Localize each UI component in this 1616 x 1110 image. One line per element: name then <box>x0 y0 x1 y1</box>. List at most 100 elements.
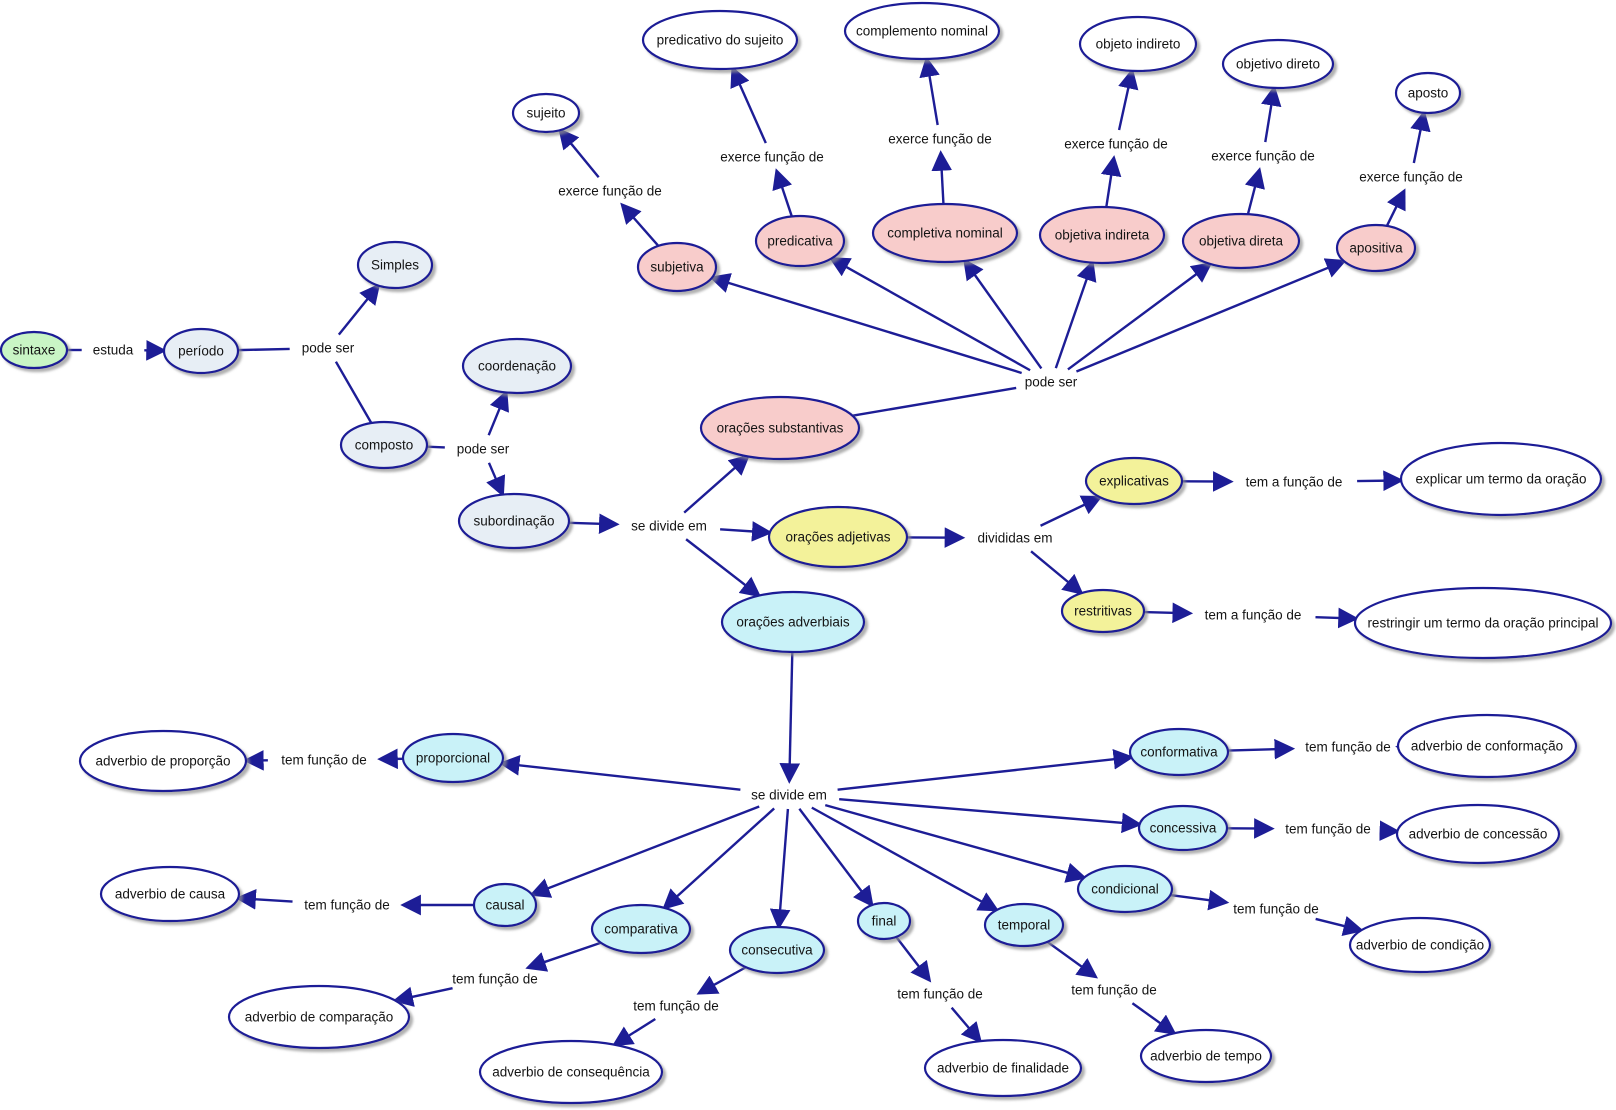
node-label-proporcional: proporcional <box>416 751 490 766</box>
node-condicional[interactable]: condicional <box>1076 864 1174 914</box>
node-ellipse-adv_concessao[interactable] <box>1395 803 1561 865</box>
node-temporal[interactable]: temporal <box>983 902 1065 948</box>
node-ellipse-explicativas[interactable] <box>1084 456 1184 506</box>
node-adv_finalidade[interactable]: adverbio de finalidade <box>923 1038 1083 1098</box>
node-ellipse-adv_proporcao[interactable] <box>78 729 248 793</box>
node-composto[interactable]: composto <box>339 420 429 470</box>
edge-or_subst-podeser3 <box>852 386 1017 417</box>
node-explicativas[interactable]: explicativas <box>1084 456 1184 506</box>
edge-sedivideem2-condicional <box>824 803 1087 883</box>
node-adv_causa[interactable]: adverbio de causa <box>99 865 241 923</box>
node-ellipse-predicativa[interactable] <box>754 214 846 268</box>
node-concessiva[interactable]: concessiva <box>1137 804 1229 852</box>
node-label-periodo: período <box>178 344 224 359</box>
node-ellipse-condicional[interactable] <box>1076 864 1174 914</box>
node-ellipse-aposto[interactable] <box>1394 71 1462 115</box>
node-ellipse-or_subst[interactable] <box>699 395 861 461</box>
node-ellipse-apositiva[interactable] <box>1335 223 1417 273</box>
node-ellipse-or_adv[interactable] <box>720 590 866 654</box>
node-conformativa[interactable]: conformativa <box>1128 727 1230 777</box>
node-ellipse-objetivo_direto[interactable] <box>1221 38 1335 90</box>
node-predicativa[interactable]: predicativa <box>754 214 846 268</box>
node-adv_tempo[interactable]: adverbio de tempo <box>1139 1028 1273 1084</box>
node-ellipse-proporcional[interactable] <box>401 732 505 784</box>
node-explicar[interactable]: explicar um termo da oração <box>1399 441 1603 517</box>
node-ellipse-subjetiva[interactable] <box>636 241 718 293</box>
edge-sedivideem1-or_adv <box>685 538 762 598</box>
node-ellipse-explicar[interactable] <box>1399 441 1603 517</box>
node-adv_comparacao[interactable]: adverbio de comparação <box>227 984 411 1050</box>
node-ellipse-complemento_nominal[interactable] <box>843 1 1001 61</box>
node-ellipse-coordenacao[interactable] <box>461 337 573 395</box>
node-ellipse-predicativo_sujeito[interactable] <box>641 9 799 71</box>
node-ellipse-restritivas[interactable] <box>1060 588 1146 634</box>
node-comparativa[interactable]: comparativa <box>590 903 692 955</box>
node-ellipse-obj_direta[interactable] <box>1181 212 1301 270</box>
node-ellipse-simples[interactable] <box>356 240 434 290</box>
link-label-exerce2: exerce função de <box>720 150 824 165</box>
node-label-obj_direta: objetiva direta <box>1199 234 1284 249</box>
node-simples[interactable]: Simples <box>356 240 434 290</box>
node-restritivas[interactable]: restritivas <box>1060 588 1146 634</box>
node-predicativo_sujeito[interactable]: predicativo do sujeito <box>641 9 799 71</box>
node-ellipse-adv_conformacao[interactable] <box>1396 713 1578 779</box>
node-completiva[interactable]: completiva nominal <box>871 202 1019 264</box>
node-adv_conformacao[interactable]: adverbio de conformação <box>1396 713 1578 779</box>
node-ellipse-adv_consequencia[interactable] <box>478 1039 664 1105</box>
node-label-coordenacao: coordenação <box>478 359 556 374</box>
node-objetivo_direto[interactable]: objetivo direto <box>1221 38 1335 90</box>
node-ellipse-objeto_indireto[interactable] <box>1078 15 1198 73</box>
node-ellipse-adv_finalidade[interactable] <box>923 1038 1083 1098</box>
node-sujeito[interactable]: sujeito <box>511 92 581 134</box>
node-restringir[interactable]: restringir um termo da oração principal <box>1353 586 1613 660</box>
node-ellipse-adv_causa[interactable] <box>99 865 241 923</box>
node-aposto[interactable]: aposto <box>1394 71 1462 115</box>
node-coordenacao[interactable]: coordenação <box>461 337 573 395</box>
edge-comparativa-temfuncao_comp <box>525 941 602 972</box>
node-label-simples: Simples <box>371 258 419 273</box>
node-complemento_nominal[interactable]: complemento nominal <box>843 1 1001 61</box>
node-ellipse-obj_indireta[interactable] <box>1038 205 1166 265</box>
node-obj_indireta[interactable]: objetiva indireta <box>1038 205 1166 265</box>
node-ellipse-sintaxe[interactable] <box>0 330 69 370</box>
edge-obj_indireta-exerce4 <box>1100 155 1122 208</box>
node-adv_proporcao[interactable]: adverbio de proporção <box>78 729 248 793</box>
node-ellipse-temporal[interactable] <box>983 902 1065 948</box>
node-obj_direta[interactable]: objetiva direta <box>1181 212 1301 270</box>
node-objeto_indireto[interactable]: objeto indireto <box>1078 15 1198 73</box>
node-consecutiva[interactable]: consecutiva <box>728 925 826 975</box>
node-adv_condicao[interactable]: adverbio de condição <box>1348 916 1492 974</box>
node-ellipse-adv_condicao[interactable] <box>1348 916 1492 974</box>
node-ellipse-composto[interactable] <box>339 420 429 470</box>
edge-temporal-temfuncao_temp <box>1046 940 1099 979</box>
node-final[interactable]: final <box>856 901 912 941</box>
node-ellipse-sujeito[interactable] <box>511 92 581 134</box>
node-or_subst[interactable]: orações substantivas <box>699 395 861 461</box>
node-periodo[interactable]: período <box>162 327 240 375</box>
node-ellipse-causal[interactable] <box>472 882 538 928</box>
node-ellipse-completiva[interactable] <box>871 202 1019 264</box>
node-ellipse-restringir[interactable] <box>1353 586 1613 660</box>
node-or_adv[interactable]: orações adverbiais <box>720 590 866 654</box>
node-adv_concessao[interactable]: adverbio de concessão <box>1395 803 1561 865</box>
edge-temfuncao_cond-adv_condicao <box>1315 915 1365 937</box>
node-or_adj[interactable]: orações adjetivas <box>767 505 909 569</box>
node-ellipse-or_adj[interactable] <box>767 505 909 569</box>
node-causal[interactable]: causal <box>472 882 538 928</box>
node-ellipse-comparativa[interactable] <box>590 903 692 955</box>
edge-consecutiva-temfuncao_consec <box>696 966 747 995</box>
node-sintaxe[interactable]: sintaxe <box>0 330 69 370</box>
node-apositiva[interactable]: apositiva <box>1335 223 1417 273</box>
node-ellipse-periodo[interactable] <box>162 327 240 375</box>
node-adv_consequencia[interactable]: adverbio de consequência <box>478 1039 664 1105</box>
node-ellipse-subordinacao[interactable] <box>457 492 571 550</box>
node-ellipse-conformativa[interactable] <box>1128 727 1230 777</box>
node-ellipse-consecutiva[interactable] <box>728 925 826 975</box>
node-ellipse-final[interactable] <box>856 901 912 941</box>
node-subjetiva[interactable]: subjetiva <box>636 241 718 293</box>
node-subordinacao[interactable]: subordinação <box>457 492 571 550</box>
node-ellipse-concessiva[interactable] <box>1137 804 1229 852</box>
node-ellipse-adv_comparacao[interactable] <box>227 984 411 1050</box>
node-ellipse-adv_tempo[interactable] <box>1139 1028 1273 1084</box>
node-proporcional[interactable]: proporcional <box>401 732 505 784</box>
